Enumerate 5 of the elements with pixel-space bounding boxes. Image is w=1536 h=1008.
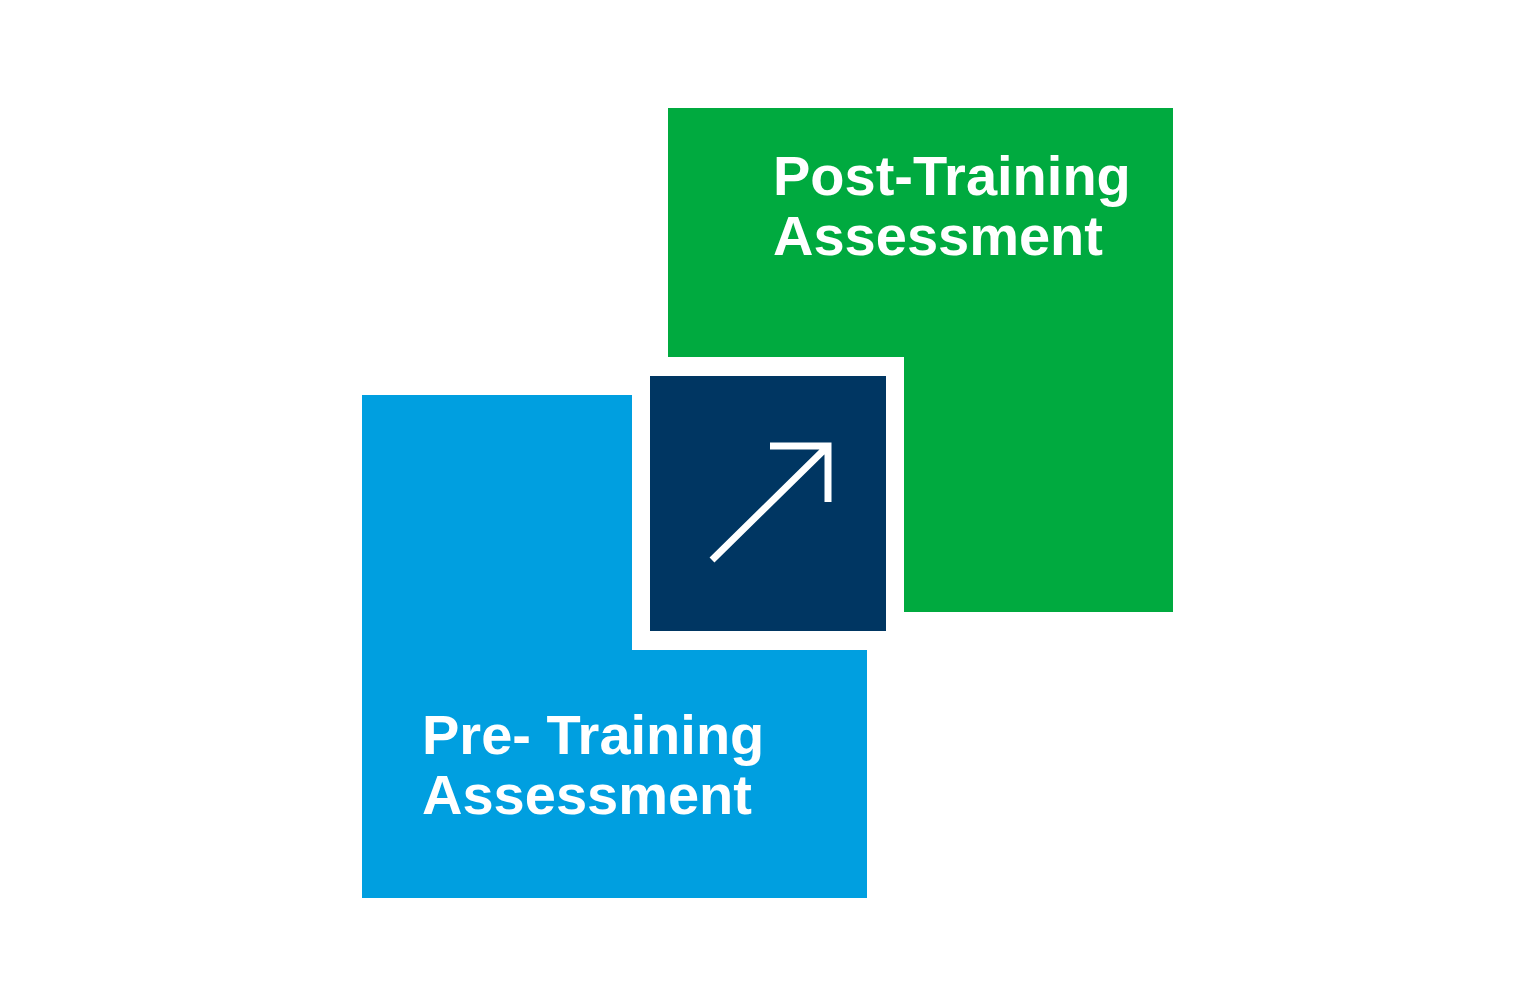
l-shaped-panel	[668, 108, 1173, 612]
l-shaped-panel	[362, 395, 867, 898]
panel-title: Pre- Training Assessment	[422, 705, 766, 825]
panel-title: Post-Training Assessment	[773, 146, 1132, 266]
square-panel	[650, 376, 886, 631]
